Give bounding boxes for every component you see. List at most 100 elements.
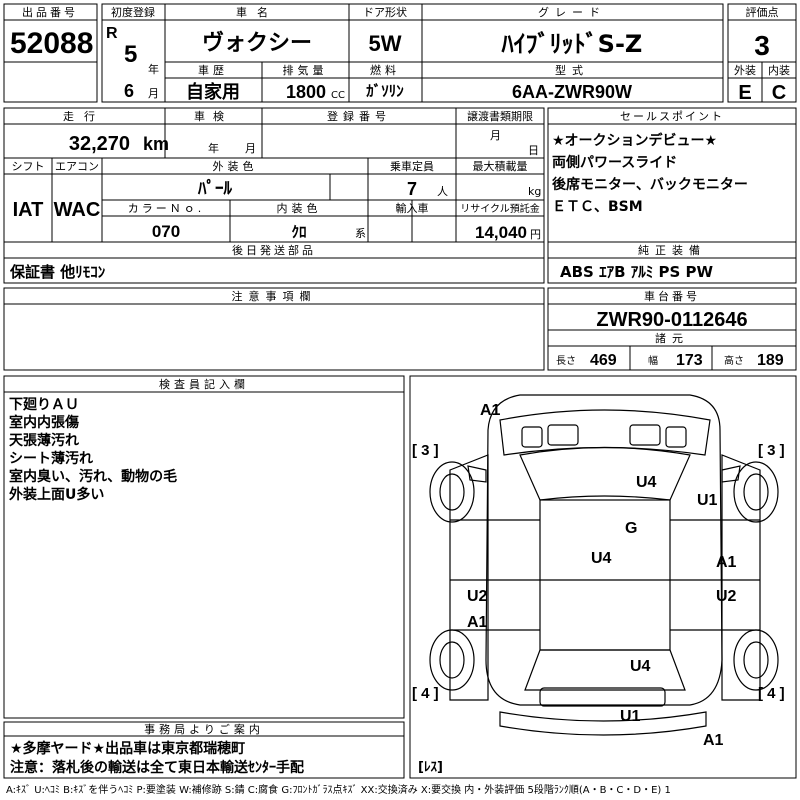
later-parts-label: 後日発送部品 — [232, 243, 316, 257]
inspection-year-unit: 年 — [208, 141, 219, 155]
sales-line: 後席モニター、バックモニター — [552, 176, 748, 193]
door-type: 5W — [369, 31, 402, 56]
recycle-amount: 14,040 — [475, 223, 527, 242]
height-label: 高さ — [724, 354, 744, 367]
ac: WAC — [54, 199, 101, 221]
mileage-label: 走行 — [63, 110, 105, 123]
interior-label: 内装 — [768, 63, 790, 77]
exterior-grade: E — [738, 82, 751, 104]
color-label: 外装色 — [213, 159, 258, 173]
damage-mark: U4 — [636, 474, 657, 491]
displacement-label: 排気量 — [283, 63, 328, 77]
lot-label: 出品番号 — [22, 5, 78, 19]
tire-rear-right: [ 4 ] — [758, 685, 785, 702]
inspector-line: シート薄汚れ — [9, 450, 93, 467]
load-label: 最大積載量 — [473, 159, 528, 173]
car-diagram — [429, 394, 779, 736]
inspector-line: 下廻りＡＵ — [9, 397, 79, 413]
inspection-month-unit: 月 — [245, 142, 256, 155]
grade: ﾊｲﾌﾞﾘｯﾄﾞS-Z — [501, 30, 643, 58]
score: 3 — [754, 30, 770, 61]
chassis-number: ZWR90-0112646 — [596, 309, 747, 331]
transfer-day-unit: 日 — [528, 144, 539, 157]
damage-mark: U1 — [697, 492, 718, 509]
notes-box — [3, 287, 545, 371]
month-unit: 月 — [148, 87, 159, 100]
car-diagram-box — [409, 375, 797, 779]
sales-box — [547, 107, 797, 284]
shift-label: シフト — [12, 160, 45, 173]
sales-line: ＥＴＣ、BSM — [552, 199, 643, 215]
history: 自家用 — [186, 81, 240, 103]
model-code: 6AA-ZWR90W — [512, 82, 632, 102]
displacement-unit: CC — [331, 90, 345, 101]
inspector-line: 室内内張傷 — [9, 414, 79, 431]
door-label: ドア形状 — [363, 5, 407, 19]
score-label: 評価点 — [746, 5, 779, 19]
spare-tire: [ﾚｽ] — [418, 760, 443, 775]
exterior-label: 外装 — [734, 64, 756, 77]
car-name-label: 車名 — [236, 5, 278, 19]
equip-label: 純正装備 — [638, 244, 706, 257]
office-box — [3, 721, 405, 779]
damage-mark: A1 — [480, 402, 501, 419]
displacement: 1800 — [286, 82, 326, 102]
history-label: 車歴 — [198, 63, 228, 77]
sales-label: セールスポイント — [620, 110, 724, 123]
capacity-label: 乗車定員 — [390, 159, 434, 173]
later-parts: 保証書 他ﾘﾓｺﾝ — [9, 263, 106, 281]
damage-mark: A1 — [467, 614, 488, 631]
height: 189 — [757, 352, 784, 369]
load-unit: kg — [528, 185, 541, 198]
width: 173 — [676, 352, 703, 369]
chassis-label: 車台番号 — [644, 289, 700, 303]
lot-number: 52088 — [10, 27, 93, 60]
damage-mark: U4 — [591, 550, 612, 567]
office-line-1: ★多摩ヤード★出品車は東京都瑞穂町 — [10, 740, 245, 757]
int-color-unit: 系 — [355, 227, 366, 240]
detail-grid — [3, 107, 545, 284]
capacity-unit: 人 — [437, 185, 448, 198]
fuel-label: 燃料 — [370, 63, 400, 77]
grade-label: グレード — [538, 5, 606, 19]
width-label: 幅 — [648, 354, 658, 367]
exterior-color: ﾊﾟｰﾙ — [197, 178, 232, 199]
recycle-unit: 円 — [530, 228, 541, 241]
year-unit: 年 — [148, 62, 159, 76]
tire-front-right: [ 3 ] — [758, 442, 785, 459]
inspector-line: 天張薄汚れ — [9, 432, 79, 449]
transfer-month-unit: 月 — [490, 129, 501, 142]
mileage-unit: km — [143, 134, 169, 154]
notes-label: 注意事項欄 — [232, 289, 317, 303]
inspector-box — [3, 375, 405, 719]
tire-front-left: [ 3 ] — [412, 442, 439, 459]
chassis-box — [547, 287, 797, 371]
color-no: 070 — [152, 222, 180, 241]
first-reg-label: 初度登録 — [111, 5, 155, 19]
int-color-label: 内装色 — [277, 201, 322, 215]
inspector-label: 検査員記入欄 — [159, 377, 249, 391]
header-grid — [3, 3, 797, 103]
damage-mark: U1 — [620, 708, 641, 725]
int-color: ｸﾛ — [291, 223, 306, 241]
fuel: ｶﾞｿﾘﾝ — [366, 82, 404, 100]
import-label: 輸入車 — [396, 201, 429, 215]
inspector-line: 室内臭い、汚れ、動物の毛 — [9, 468, 177, 485]
era: R — [106, 25, 118, 42]
office-label: 事務局よりご案内 — [144, 722, 264, 736]
car-name: ヴォクシー — [202, 30, 312, 56]
equip: ABS ｴｱB ｱﾙﾐ PS PW — [560, 263, 713, 281]
capacity: 7 — [407, 179, 417, 199]
legend: A:ｷｽﾞ U:ﾍｺﾐ B:ｷｽﾞを伴うﾍｺﾐ P:要塗装 W:補修跡 S:錆 … — [6, 783, 671, 796]
model-label: 型式 — [555, 63, 589, 77]
damage-mark: A1 — [703, 732, 724, 749]
reg-number-label: 登録番号 — [327, 109, 391, 123]
length: 469 — [590, 352, 617, 369]
reg-year: 5 — [124, 41, 137, 68]
office-line-2: 注意：落札後の輸送は全て東日本輸送ｾﾝﾀｰ手配 — [10, 759, 304, 776]
damage-mark: U2 — [716, 588, 737, 605]
inspection-label: 車検 — [194, 109, 232, 123]
interior-grade: C — [772, 82, 786, 104]
damage-mark: U4 — [630, 658, 651, 675]
shift: IAT — [13, 199, 44, 221]
